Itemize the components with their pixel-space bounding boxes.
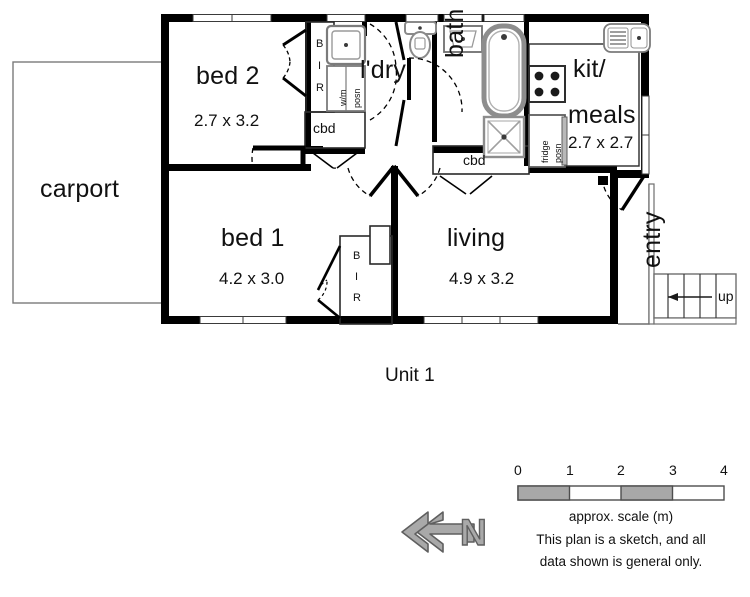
shower-icon (482, 115, 526, 159)
window-bed1 (199, 316, 287, 324)
entry-and-stairs (618, 183, 737, 325)
north-arrow-icon (401, 511, 475, 553)
room-label-entry: entry (638, 211, 666, 268)
disclaimer-line-1: This plan is a sketch, and all (536, 532, 706, 547)
fridge-label-2: posn (553, 143, 563, 163)
bir-bed2-letter-i: I (318, 60, 322, 72)
basin-icon (443, 25, 483, 53)
room-dim-kitchen: 2.7 x 2.7 (568, 133, 634, 152)
cbd-label-left: cbd (313, 120, 336, 136)
scale-tick-1: 1 (566, 462, 574, 478)
laundry-trough-icon (325, 24, 367, 66)
room-label-bed1: bed 1 (221, 224, 285, 252)
room-label-carport: carport (40, 175, 120, 203)
window-living (423, 316, 539, 324)
room-label-kitchen: kit/ (573, 55, 606, 83)
joinery-outlines (304, 21, 640, 325)
room-label-meals: meals (568, 101, 636, 129)
scale-bar (517, 485, 725, 501)
page-title: Unit 1 (385, 365, 435, 386)
bir-bed1-letter-r: R (353, 292, 361, 304)
toilet-icon (404, 21, 437, 59)
scale-tick-4: 4 (720, 462, 728, 478)
window-bath (443, 14, 525, 22)
washing-machine-label-2: posn (352, 88, 362, 108)
fridge-label-1: fridge (540, 140, 550, 163)
disclaimer-line-2: data shown is general only. (539, 554, 703, 569)
window-wc (405, 14, 439, 22)
room-dim-bed2: 2.7 x 3.2 (194, 111, 260, 130)
kitchen-sink-icon (603, 23, 651, 53)
washing-machine-label-1: w/m (338, 89, 348, 107)
room-label-laundry: l'dry (360, 56, 407, 84)
scale-tick-3: 3 (669, 462, 677, 478)
door-cbd-right (439, 175, 493, 195)
room-label-living: living (447, 224, 506, 252)
bir-bed1-letter-i: I (355, 271, 359, 283)
room-label-bath: bath (441, 8, 469, 58)
cbd-label-right: cbd (463, 152, 486, 168)
scale-tick-2: 2 (617, 462, 625, 478)
carport-outline (12, 61, 166, 304)
scale-tick-0: 0 (514, 462, 522, 478)
room-dim-bed1: 4.2 x 3.0 (219, 269, 285, 288)
door-bed2 (251, 145, 306, 169)
door-bath (407, 57, 463, 113)
door-hall-double (347, 164, 441, 198)
bathtub-icon (481, 23, 527, 119)
fridge-position (528, 114, 568, 168)
door-laundry (369, 21, 406, 147)
window-laundry (326, 14, 366, 22)
room-label-bed2: bed 2 (196, 62, 260, 90)
bir-bed1-letter-b: B (353, 250, 361, 262)
door-cbd-left (308, 149, 362, 169)
windows (192, 14, 650, 324)
stairs-up-label: up (718, 288, 734, 304)
door-bir-bed1 (316, 245, 342, 320)
room-dim-living: 4.9 x 3.2 (449, 269, 515, 288)
window-kitchen (641, 95, 650, 175)
scale-caption: approx. scale (m) (568, 509, 674, 524)
door-entry (598, 175, 646, 211)
fixtures (325, 21, 651, 265)
bir-bed2-letter-b: B (316, 38, 324, 50)
door-bir-bed2 (282, 28, 307, 98)
door-leaf-bed1 (369, 225, 391, 265)
cooktop-icon (528, 65, 566, 103)
bir-bed2-letter-r: R (316, 82, 324, 94)
washing-machine-position (326, 65, 366, 112)
doors (251, 21, 646, 320)
north-letter-label: N (459, 511, 487, 553)
window-bed2 (192, 14, 272, 22)
